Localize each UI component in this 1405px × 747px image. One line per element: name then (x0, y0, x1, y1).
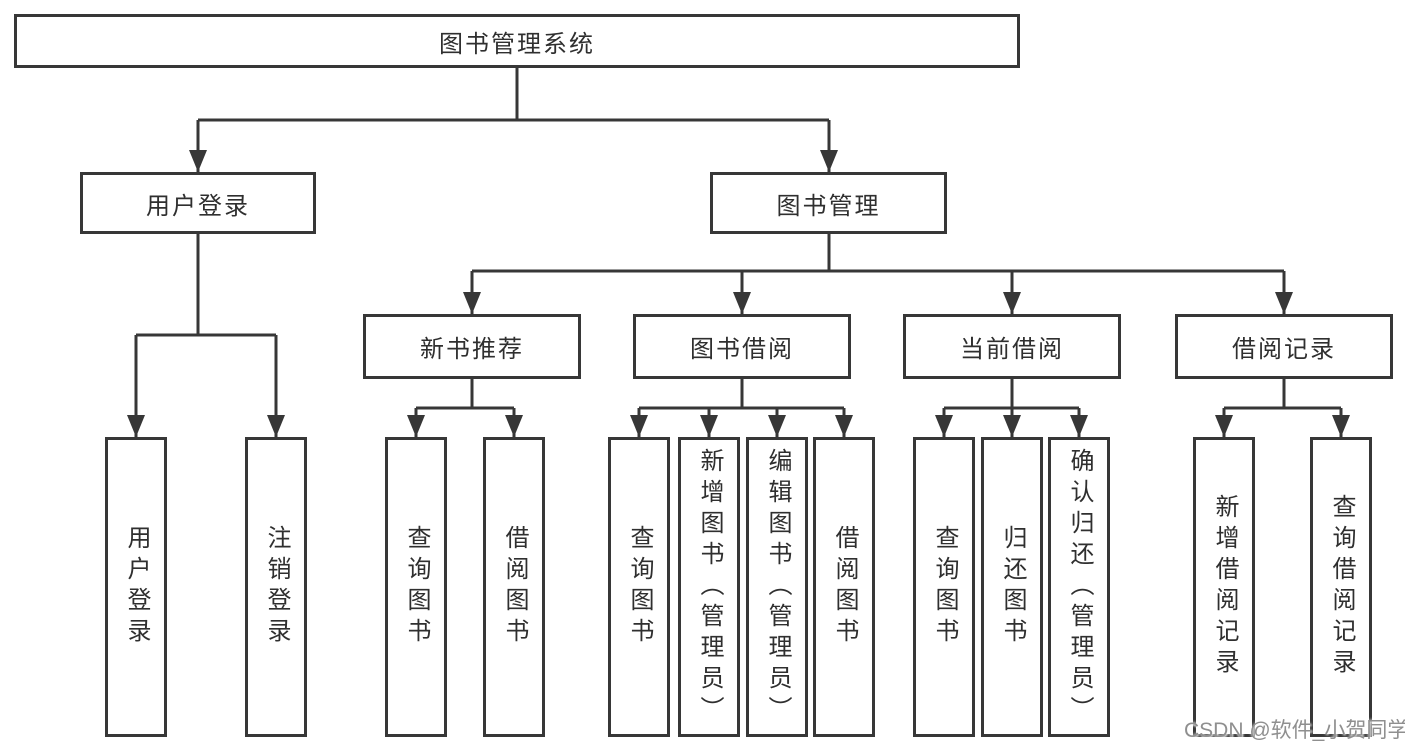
leaf-label: 借阅图书 (501, 525, 528, 649)
node-book-borrowing: 图书借阅 (633, 314, 851, 379)
leaf-label: 新增图书（管理员） (696, 447, 723, 727)
node-user-login: 用户登录 (80, 172, 316, 234)
node-label: 当前借阅 (960, 336, 1064, 363)
leaf-label: 确认归还（管理员） (1066, 447, 1093, 727)
edges-borrow-record-group (1222, 379, 1343, 437)
node-borrowing-records: 借阅记录 (1175, 314, 1393, 379)
leaf-label: 新增借阅记录 (1211, 494, 1238, 680)
leaf-borrow-books-recommend: 借阅图书 (483, 437, 545, 737)
leaf-label: 借阅图书 (831, 525, 858, 649)
node-current-borrowing: 当前借阅 (903, 314, 1121, 379)
node-label: 图书管理系统 (439, 30, 595, 58)
node-label: 新书推荐 (420, 336, 524, 363)
arrowheads (127, 150, 1350, 437)
leaf-logout: 注销登录 (245, 437, 307, 737)
node-new-book-recommendation: 新书推荐 (363, 314, 581, 379)
leaf-label: 查询图书 (931, 525, 958, 649)
node-label: 用户登录 (146, 192, 250, 220)
leaf-label: 查询借阅记录 (1328, 494, 1355, 680)
leaf-label: 编辑图书（管理员） (764, 447, 791, 727)
node-library-management-system: 图书管理系统 (14, 14, 1020, 68)
edges-book-management-group (470, 234, 1286, 314)
leaf-return-book: 归还图书 (981, 437, 1043, 737)
leaf-query-books-borrow: 查询图书 (608, 437, 670, 737)
edges-book-borrow-group (637, 379, 846, 437)
leaf-edit-book-admin: 编辑图书（管理员） (746, 437, 808, 737)
edges-new-book-group (414, 379, 516, 437)
node-label: 图书管理 (776, 192, 881, 220)
node-label: 图书借阅 (690, 336, 794, 363)
leaf-query-books-recommend: 查询图书 (385, 437, 447, 737)
leaf-add-book-admin: 新增图书（管理员） (678, 437, 740, 737)
edges-user-login-group (134, 234, 278, 437)
leaf-query-borrow-record: 查询借阅记录 (1310, 437, 1372, 737)
leaf-label: 注销登录 (263, 525, 290, 649)
leaf-label: 用户登录 (123, 525, 150, 649)
leaf-borrow-books: 借阅图书 (813, 437, 875, 737)
leaf-label: 查询图书 (403, 525, 430, 649)
leaf-confirm-return-admin: 确认归还（管理员） (1048, 437, 1110, 737)
leaf-query-books-current: 查询图书 (913, 437, 975, 737)
leaf-add-borrow-record: 新增借阅记录 (1193, 437, 1255, 737)
leaf-label: 查询图书 (626, 525, 653, 649)
csdn-watermark: CSDN @软件_小贺同学 (1184, 719, 1405, 742)
node-book-management: 图书管理 (710, 172, 947, 234)
node-label: 借阅记录 (1232, 336, 1336, 363)
leaf-user-login: 用户登录 (105, 437, 167, 737)
leaf-label: 归还图书 (999, 525, 1026, 649)
edges-root (196, 68, 831, 172)
